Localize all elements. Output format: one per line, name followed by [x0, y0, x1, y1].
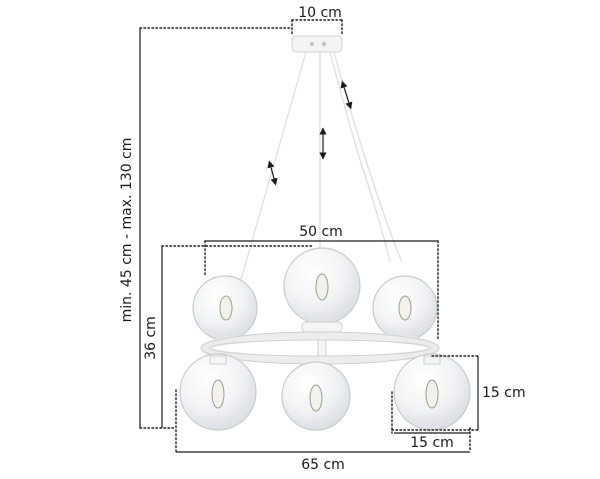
dim-top-width: 50 cm — [204, 224, 439, 341]
globe-height-label: 15 cm — [482, 385, 526, 401]
top-tier-globes — [192, 247, 438, 341]
ring-frame — [200, 331, 440, 365]
ceiling-canopy — [291, 35, 343, 53]
dim-globe: 15 cm 15 cm — [391, 355, 526, 451]
globe-width-label: 15 cm — [410, 435, 454, 451]
dim-total-width: 65 cm — [175, 389, 471, 473]
dim-total-height: min. 45 cm - max. 130 cm — [119, 27, 293, 429]
total-width-label: 65 cm — [301, 457, 345, 473]
dim-canopy-width: 10 cm — [291, 5, 343, 37]
body-height-label: 36 cm — [143, 316, 159, 360]
adjust-arrow-icon — [267, 80, 353, 186]
bottom-tier-globes — [179, 353, 471, 431]
dim-body-height: 36 cm — [143, 245, 313, 428]
total-height-label: min. 45 cm - max. 130 cm — [119, 138, 135, 323]
canopy-width-label: 10 cm — [298, 5, 342, 21]
top-width-label: 50 cm — [299, 224, 343, 240]
